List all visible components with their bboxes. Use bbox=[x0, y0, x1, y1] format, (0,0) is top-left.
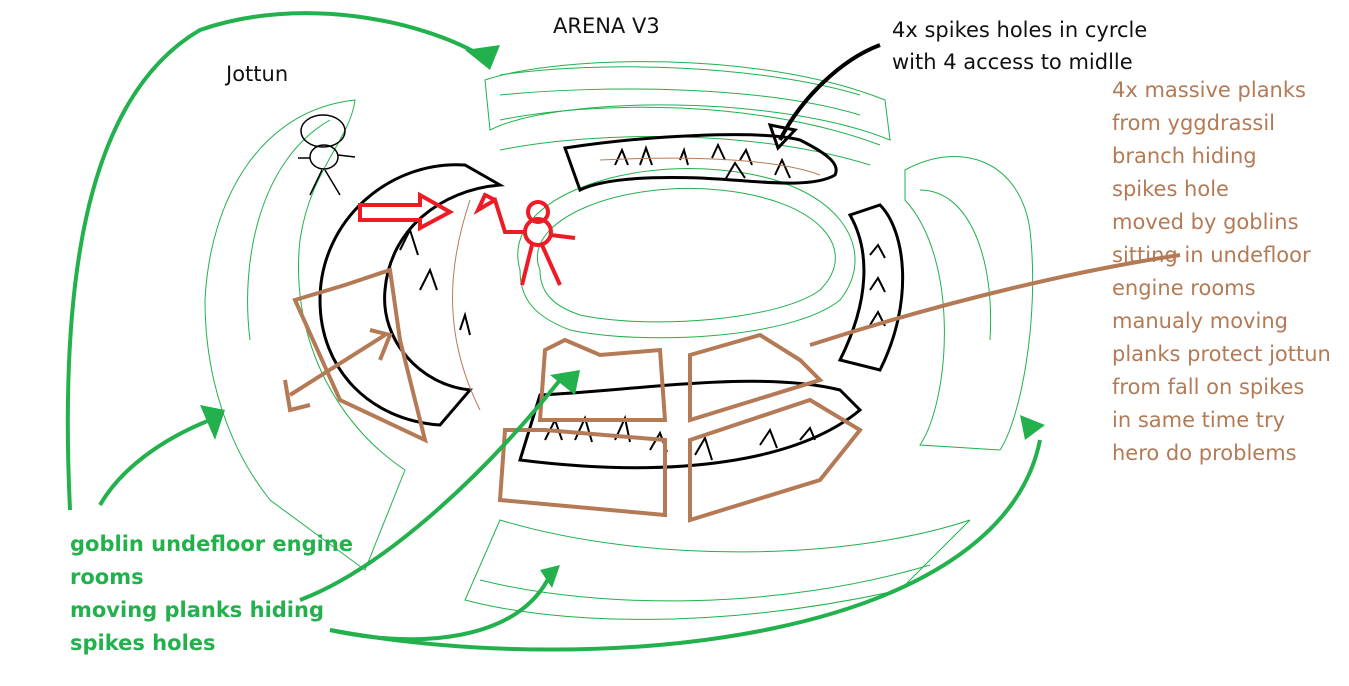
diagram-title: ARENA V3 bbox=[553, 14, 660, 38]
jottun-figure bbox=[298, 114, 356, 196]
annotation-line: spikes hole bbox=[1112, 177, 1229, 201]
arrow-to-west bbox=[98, 418, 211, 506]
arrow-to-east bbox=[329, 439, 1042, 652]
annotation-line: in same time try bbox=[1112, 408, 1286, 432]
annotation-line: engine rooms bbox=[1112, 276, 1256, 300]
annotation-line: 4x massive planks bbox=[1112, 78, 1306, 102]
double-arrow-plank bbox=[288, 333, 387, 397]
goblin-annotation: goblin undefloor engine rooms moving pla… bbox=[70, 528, 353, 660]
green-arrowheads bbox=[200, 45, 1045, 588]
arrow-to-north bbox=[65, 11, 482, 511]
spikes-annotation: 4x spikes holes in cyrcle with 4 access … bbox=[892, 14, 1147, 78]
spike-pit-east bbox=[837, 203, 905, 372]
stand-south bbox=[464, 519, 971, 620]
annotation-line: planks protect jottun bbox=[1112, 342, 1331, 366]
stand-north bbox=[484, 61, 891, 141]
move-arrow-icon bbox=[358, 191, 455, 232]
plank-west bbox=[292, 267, 428, 444]
plank-south-4 bbox=[688, 397, 863, 523]
stand-east bbox=[904, 156, 1034, 451]
annotation-line: 4x spikes holes in cyrcle bbox=[892, 18, 1148, 42]
annotation-line: branch hiding bbox=[1112, 144, 1257, 168]
plank-south-2 bbox=[497, 428, 667, 518]
arrowhead-icon bbox=[767, 123, 798, 151]
annotation-line: manualy moving bbox=[1112, 309, 1288, 333]
arrow-to-south-plank bbox=[299, 378, 562, 602]
annotation-line: from fall on spikes bbox=[1112, 375, 1305, 399]
plank-south-3 bbox=[688, 332, 824, 423]
jottun-label: Jottun bbox=[226, 62, 289, 86]
stand-west bbox=[204, 99, 406, 571]
spike-pit-south bbox=[518, 379, 863, 470]
arena-center bbox=[537, 187, 836, 323]
annotation-line: moved by goblins bbox=[1112, 210, 1299, 234]
annotation-line: rooms bbox=[70, 565, 144, 589]
annotation-line: hero do problems bbox=[1112, 441, 1297, 465]
annotation-line: goblin undefloor engine bbox=[70, 532, 354, 556]
planks bbox=[283, 253, 1181, 523]
plank-track bbox=[452, 199, 481, 411]
green-arrows bbox=[65, 11, 1042, 652]
annotation-line: sitting in undefloor bbox=[1112, 243, 1311, 267]
plank-south-1 bbox=[537, 337, 668, 422]
annotation-line: from yggdrassil bbox=[1112, 111, 1276, 135]
pointer-arrow-spikes bbox=[778, 43, 881, 141]
arrow-to-south-stand bbox=[329, 574, 552, 642]
planks-annotation: 4x massive planks from yggdrassil branch… bbox=[1112, 74, 1331, 470]
spike-pit-north bbox=[562, 133, 838, 193]
pointer-arrow-planks bbox=[809, 253, 1181, 347]
annotation-line: spikes holes bbox=[70, 631, 216, 655]
spike-pits bbox=[318, 133, 905, 470]
annotation-line: with 4 access to midlle bbox=[892, 50, 1133, 74]
hero-figure bbox=[358, 191, 576, 286]
spike-pit-west bbox=[318, 163, 505, 427]
annotation-line: moving planks hiding bbox=[70, 598, 324, 622]
